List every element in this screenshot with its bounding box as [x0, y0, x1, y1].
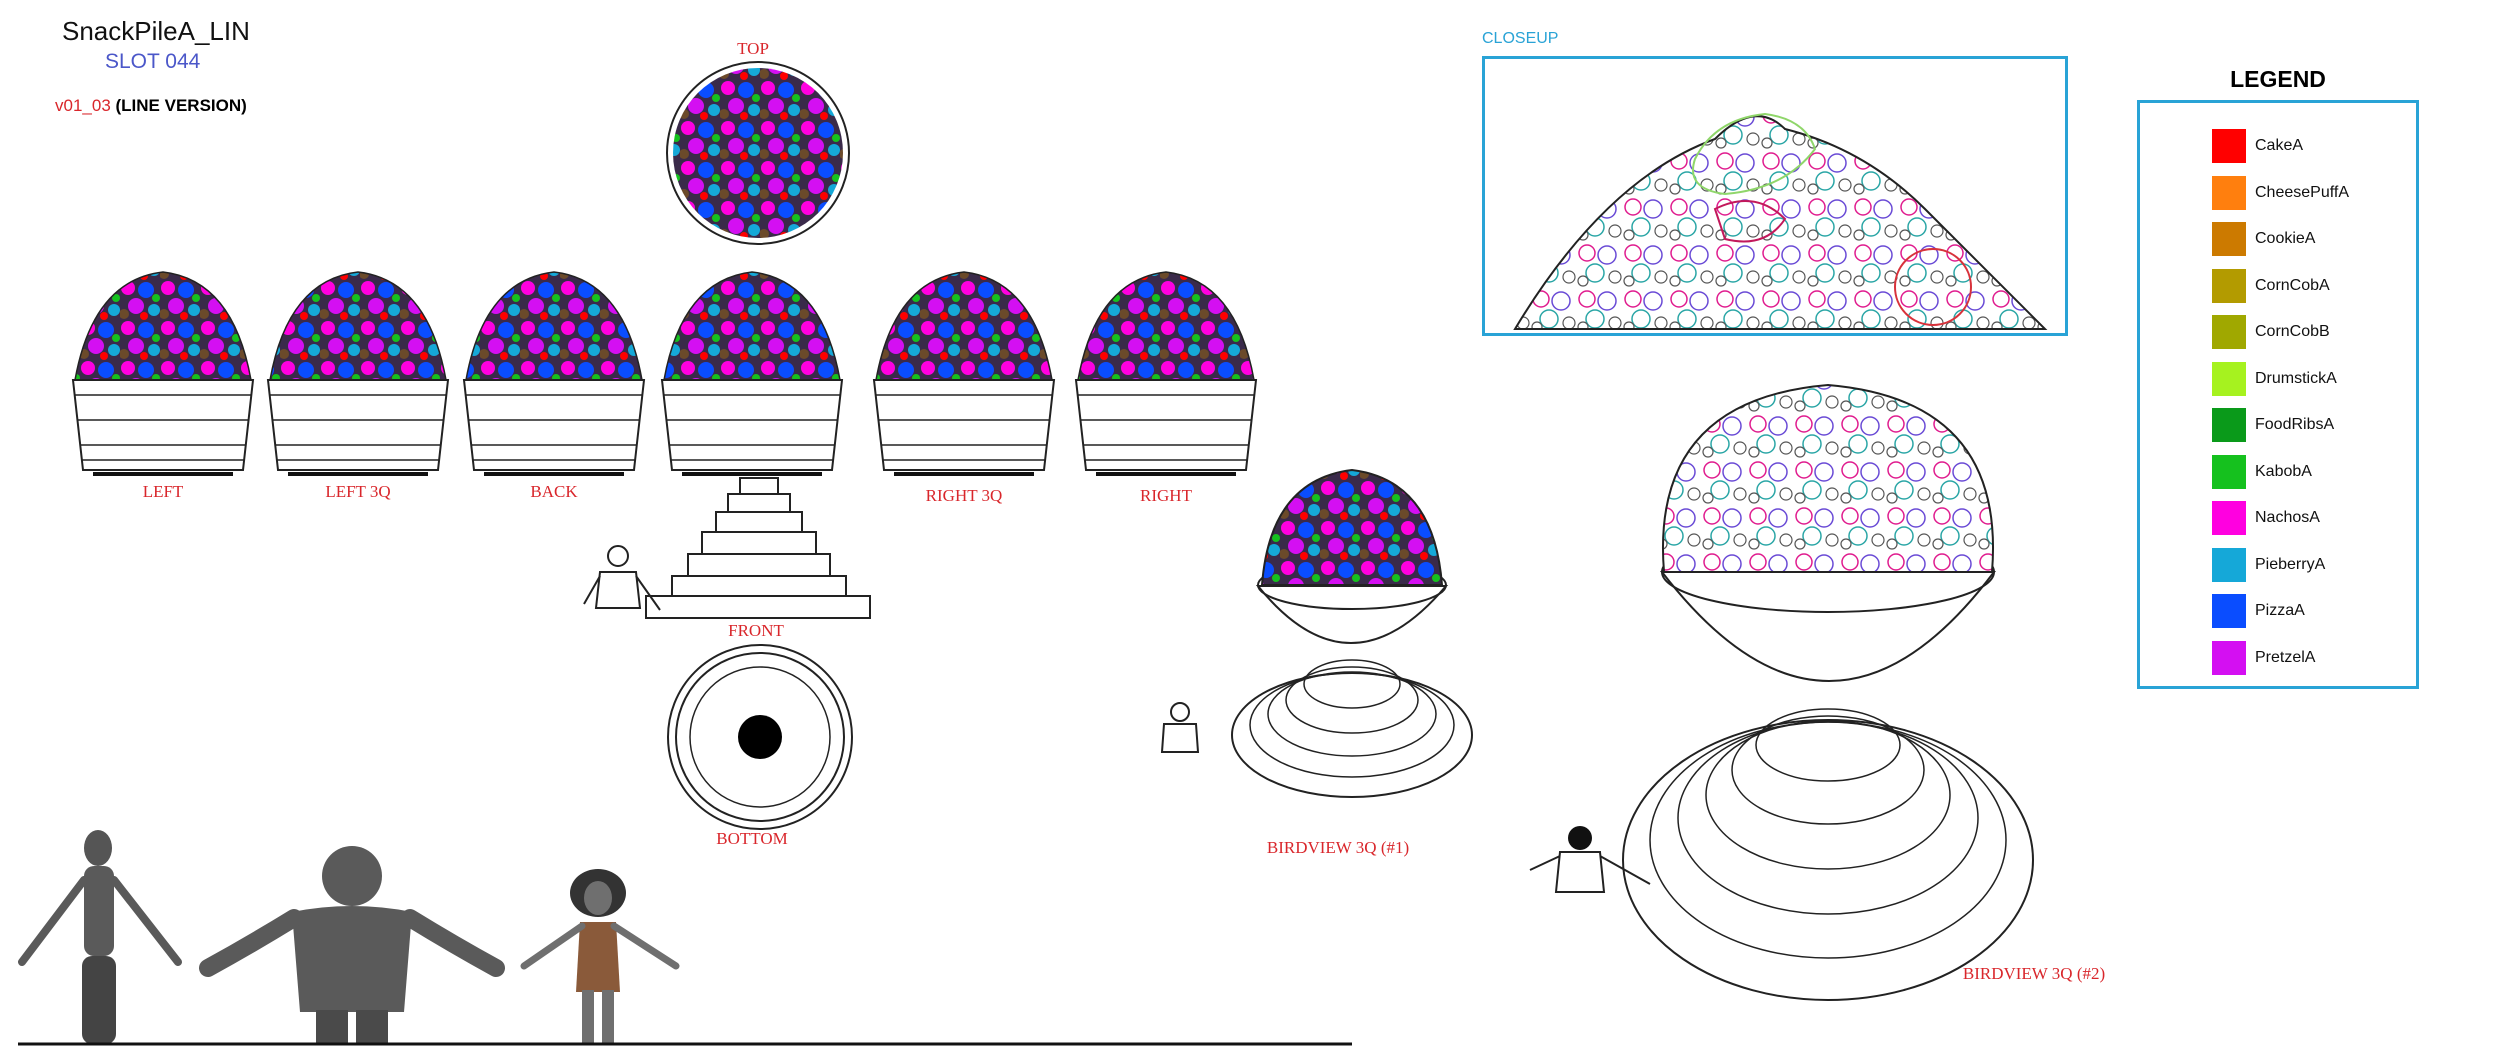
legend-swatch [2212, 640, 2246, 675]
closeup-frame [1482, 56, 2068, 336]
legend-item: NachosA [2212, 501, 2320, 535]
legend-swatch [2212, 454, 2246, 489]
label-front: FRONT [728, 621, 784, 640]
legend-label: FoodRibsA [2255, 416, 2335, 433]
legend-swatch [2212, 361, 2246, 396]
legend-panel: CakeA CheesePuffA CookieA CornCobA CornCobB D… [2137, 100, 2419, 689]
legend-item: FoodRibsA [2212, 408, 2334, 442]
legend-item: CornCobA [2212, 268, 2330, 303]
side-view-bowl [660, 271, 844, 476]
legend-swatch [2212, 547, 2246, 582]
legend-label: CornCobA [2255, 276, 2330, 294]
legend-label: CookieA [2255, 230, 2316, 247]
legend-swatch [2212, 268, 2246, 303]
top-view-render [666, 61, 850, 245]
side-views-row [71, 271, 1258, 476]
legend-label: KabobA [2255, 462, 2312, 480]
legend-label: CakeA [2255, 137, 2304, 154]
legend-label: PizzaA [2255, 602, 2305, 619]
birdview1-render [1160, 468, 1473, 798]
legend-item: CookieA [2212, 222, 2315, 256]
legend-label: CornCobB [2255, 323, 2330, 340]
label-birdview1: BIRDVIEW 3Q (#1) [1266, 838, 1410, 857]
version-suffix: (LINE VERSION) [115, 96, 247, 115]
front-view-render [583, 477, 871, 619]
closeup-render [1513, 112, 2048, 330]
label-left3q: LEFT 3Q [325, 482, 391, 501]
label-birdview2: BIRDVIEW 3Q (#2) [1962, 964, 2106, 983]
legend-item: CheesePuffA [2212, 175, 2349, 210]
side-view-bowl [1074, 271, 1258, 476]
legend-label: DrumstickA [2255, 369, 2337, 387]
side-view-bowl [462, 271, 646, 476]
legend-swatch [2212, 129, 2246, 163]
legend-item: PieberryA [2212, 547, 2326, 582]
label-right3q: RIGHT 3Q [925, 486, 1003, 505]
legend-swatch [2212, 594, 2246, 628]
label-back: BACK [530, 482, 578, 501]
bottom-view-render [667, 644, 853, 830]
legend-label: PieberryA [2255, 555, 2326, 573]
legend-item: PretzelA [2212, 640, 2316, 675]
legend-label: CheesePuffA [2255, 183, 2349, 201]
legend-item: CakeA [2212, 129, 2303, 163]
legend-swatch [2212, 315, 2246, 349]
label-bottom: BOTTOM [716, 829, 788, 848]
legend-item: DrumstickA [2212, 361, 2337, 396]
closeup-title: CLOSEUP [1482, 30, 1559, 47]
legend-swatch [2212, 408, 2246, 442]
label-top: TOP [737, 39, 769, 58]
version-line: v01_03 (LINE VERSION) [55, 96, 247, 116]
side-view-bowl [872, 271, 1056, 476]
legend-item: CornCobB [2212, 315, 2330, 349]
sheet-title: SnackPileA_LIN [62, 16, 250, 46]
side-view-bowl [71, 271, 255, 476]
legend-label: NachosA [2255, 509, 2320, 526]
legend-item: KabobA [2212, 454, 2312, 489]
legend-item: PizzaA [2212, 594, 2305, 628]
label-left: LEFT [142, 482, 184, 501]
slot-number: SLOT 044 [105, 50, 201, 73]
side-view-bowl [266, 271, 450, 476]
legend-swatch [2212, 175, 2246, 210]
legend-swatch [2212, 501, 2246, 535]
version-number: v01_03 [55, 96, 111, 115]
character-lineup [18, 830, 1352, 1046]
birdview2-render [1529, 383, 2034, 1001]
legend-swatch [2212, 222, 2246, 256]
legend-title: LEGEND [2230, 66, 2326, 92]
legend-label: PretzelA [2255, 648, 2316, 666]
label-right: RIGHT [1140, 486, 1192, 505]
